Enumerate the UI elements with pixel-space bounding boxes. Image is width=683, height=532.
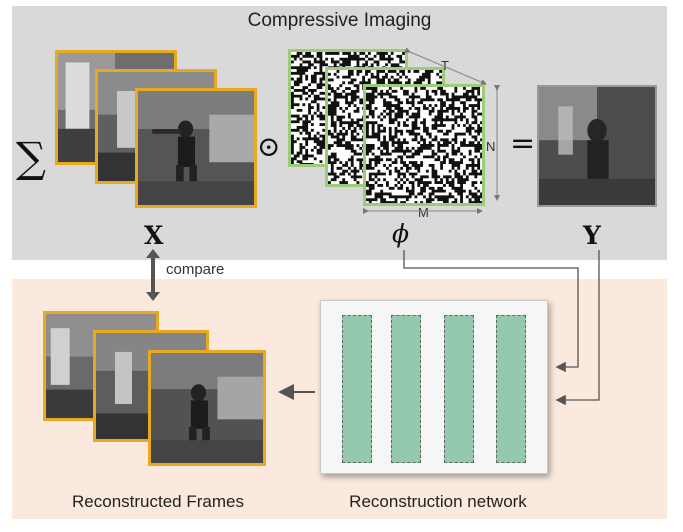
sum-symbol: ∑: [16, 133, 46, 182]
dim-n-label: N: [486, 139, 496, 154]
mask-3: [363, 84, 485, 206]
network-layer-3: [444, 315, 474, 463]
hadamard-symbol: ⊙: [257, 130, 281, 163]
phi-label: ϕ: [392, 219, 410, 248]
y-label: Y: [583, 221, 601, 250]
equals-symbol: =: [510, 126, 536, 161]
compare-label: compare: [166, 261, 225, 278]
y-to-network-arrow: [555, 250, 600, 406]
measurement-image: [537, 85, 657, 207]
reconstructed-frame-3: [148, 350, 266, 466]
phi-to-network-arrow: [403, 250, 579, 373]
reconstructed-frames-label: Reconstructed Frames: [72, 492, 244, 511]
x-label: X: [144, 221, 164, 250]
network-layer-4: [496, 315, 526, 463]
reconstruction-network-box: [320, 300, 548, 474]
diagram-title: Compressive Imaging: [247, 10, 432, 31]
input-frame-3: [135, 88, 257, 208]
dim-t-arrow: [404, 47, 487, 85]
reconstruction-network-label: Reconstruction network: [349, 492, 527, 511]
network-layer-2: [391, 315, 421, 463]
network-layer-1: [342, 315, 372, 463]
